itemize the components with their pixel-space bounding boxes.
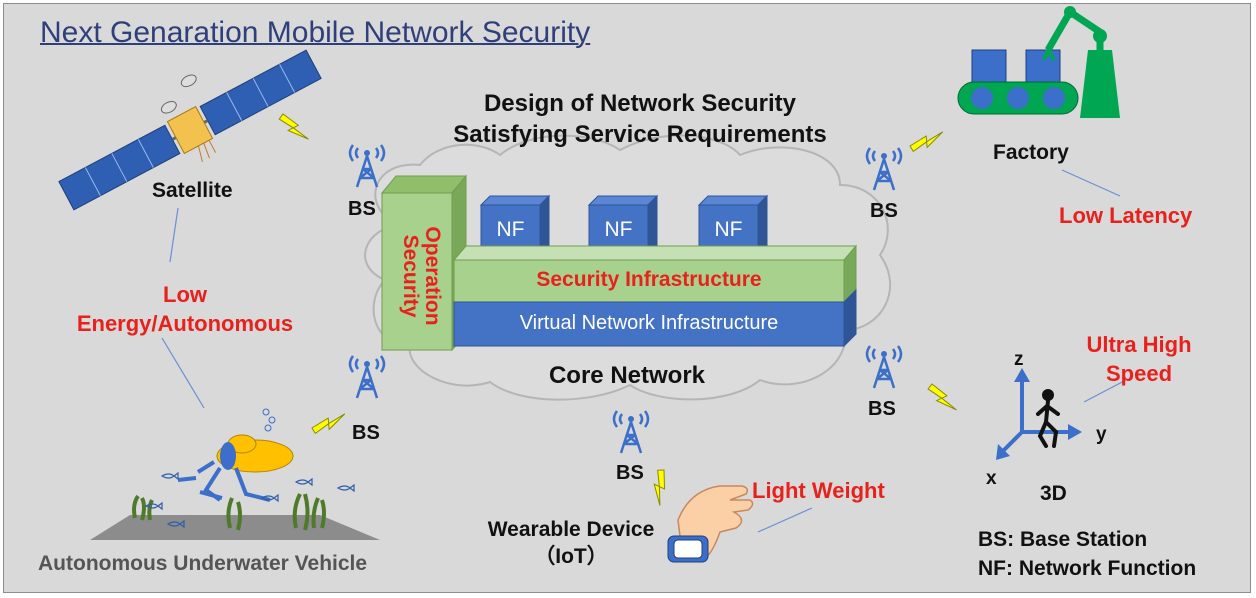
nf-label-1: NF [496, 218, 525, 241]
heading-line-2: Satisfying Service Requirements [453, 121, 827, 148]
bs-label-top-left: BS [348, 198, 376, 220]
bs-label-top-right: BS [870, 200, 898, 222]
low-energy-label: Low Energy/Autonomous [40, 280, 330, 338]
light-weight-label: Light Weight [752, 478, 885, 503]
ultra-high-speed-line-2: Speed [1105, 361, 1173, 386]
ultra-high-speed-line-1: Ultra High [1086, 332, 1192, 357]
lightning-icon-wearable [647, 467, 676, 507]
base-station-icon-top-right [865, 146, 903, 192]
bs-label-bottom: BS [616, 462, 644, 484]
factory-label: Factory [993, 141, 1069, 164]
3d-axes-icon [996, 368, 1082, 460]
wearable-label: Wearable Device （IoT） [466, 516, 676, 570]
lightning-icon-satellite [275, 112, 314, 140]
security-infrastructure-label: Security Infrastructure [536, 268, 762, 291]
bs-label-bottom-left: BS [352, 422, 380, 444]
axis-label-z: z [1014, 349, 1024, 370]
low-latency-label: Low Latency [1059, 203, 1193, 228]
wearable-label-line-2: （IoT） [534, 545, 608, 568]
low-energy-line-2: Energy/Autonomous [76, 311, 294, 336]
low-energy-line-1: Low [163, 282, 207, 307]
bs-label-right: BS [868, 398, 896, 420]
page-title: Next Genaration Mobile Network Security [40, 16, 591, 49]
axis-label-x: x [986, 468, 997, 489]
virtual-network-infrastructure-label: Virtual Network Infrastructure [519, 312, 779, 334]
base-station-icon-bottom-left [348, 354, 386, 400]
ultra-high-speed-label: Ultra High Speed [1064, 330, 1214, 388]
heading-line-1: Design of Network Security [483, 90, 797, 117]
core-network-label: Core Network [548, 362, 706, 389]
connector-lines [161, 169, 1127, 533]
nf-label-3: NF [714, 218, 743, 241]
operation-security-line-1: Operation [421, 226, 444, 326]
lightning-icon-factory [908, 120, 944, 159]
lightning-icon-auv [310, 402, 346, 441]
underwater-vehicle-icon [90, 408, 380, 540]
lightning-icon-3d [924, 382, 963, 411]
axis-label-y: y [1096, 424, 1107, 445]
legend: BS: Base Station NF: Network Function [978, 525, 1196, 583]
legend-nf: NF: Network Function [978, 557, 1197, 580]
satellite-icon [58, 49, 322, 211]
satellite-label: Satellite [152, 179, 233, 202]
operation-security-line-2: Security [399, 234, 422, 318]
factory-icon [957, 6, 1120, 118]
security-infrastructure-bar [452, 244, 858, 304]
diagram-heading: Design of Network Security Satisfying Se… [420, 88, 860, 150]
base-station-icon-right [865, 344, 903, 390]
nf-label-2: NF [604, 218, 633, 241]
wearable-label-line-1: Wearable Device [487, 518, 655, 541]
wearable-watch-icon [667, 485, 754, 563]
virtual-network-infrastructure-bar [453, 288, 857, 348]
3d-label: 3D [1040, 482, 1067, 505]
legend-bs: BS: Base Station [978, 528, 1148, 551]
operation-security-label: Operation Security [385, 198, 451, 348]
base-station-icon-bottom [612, 409, 650, 455]
auv-label: Autonomous Underwater Vehicle [38, 552, 368, 575]
